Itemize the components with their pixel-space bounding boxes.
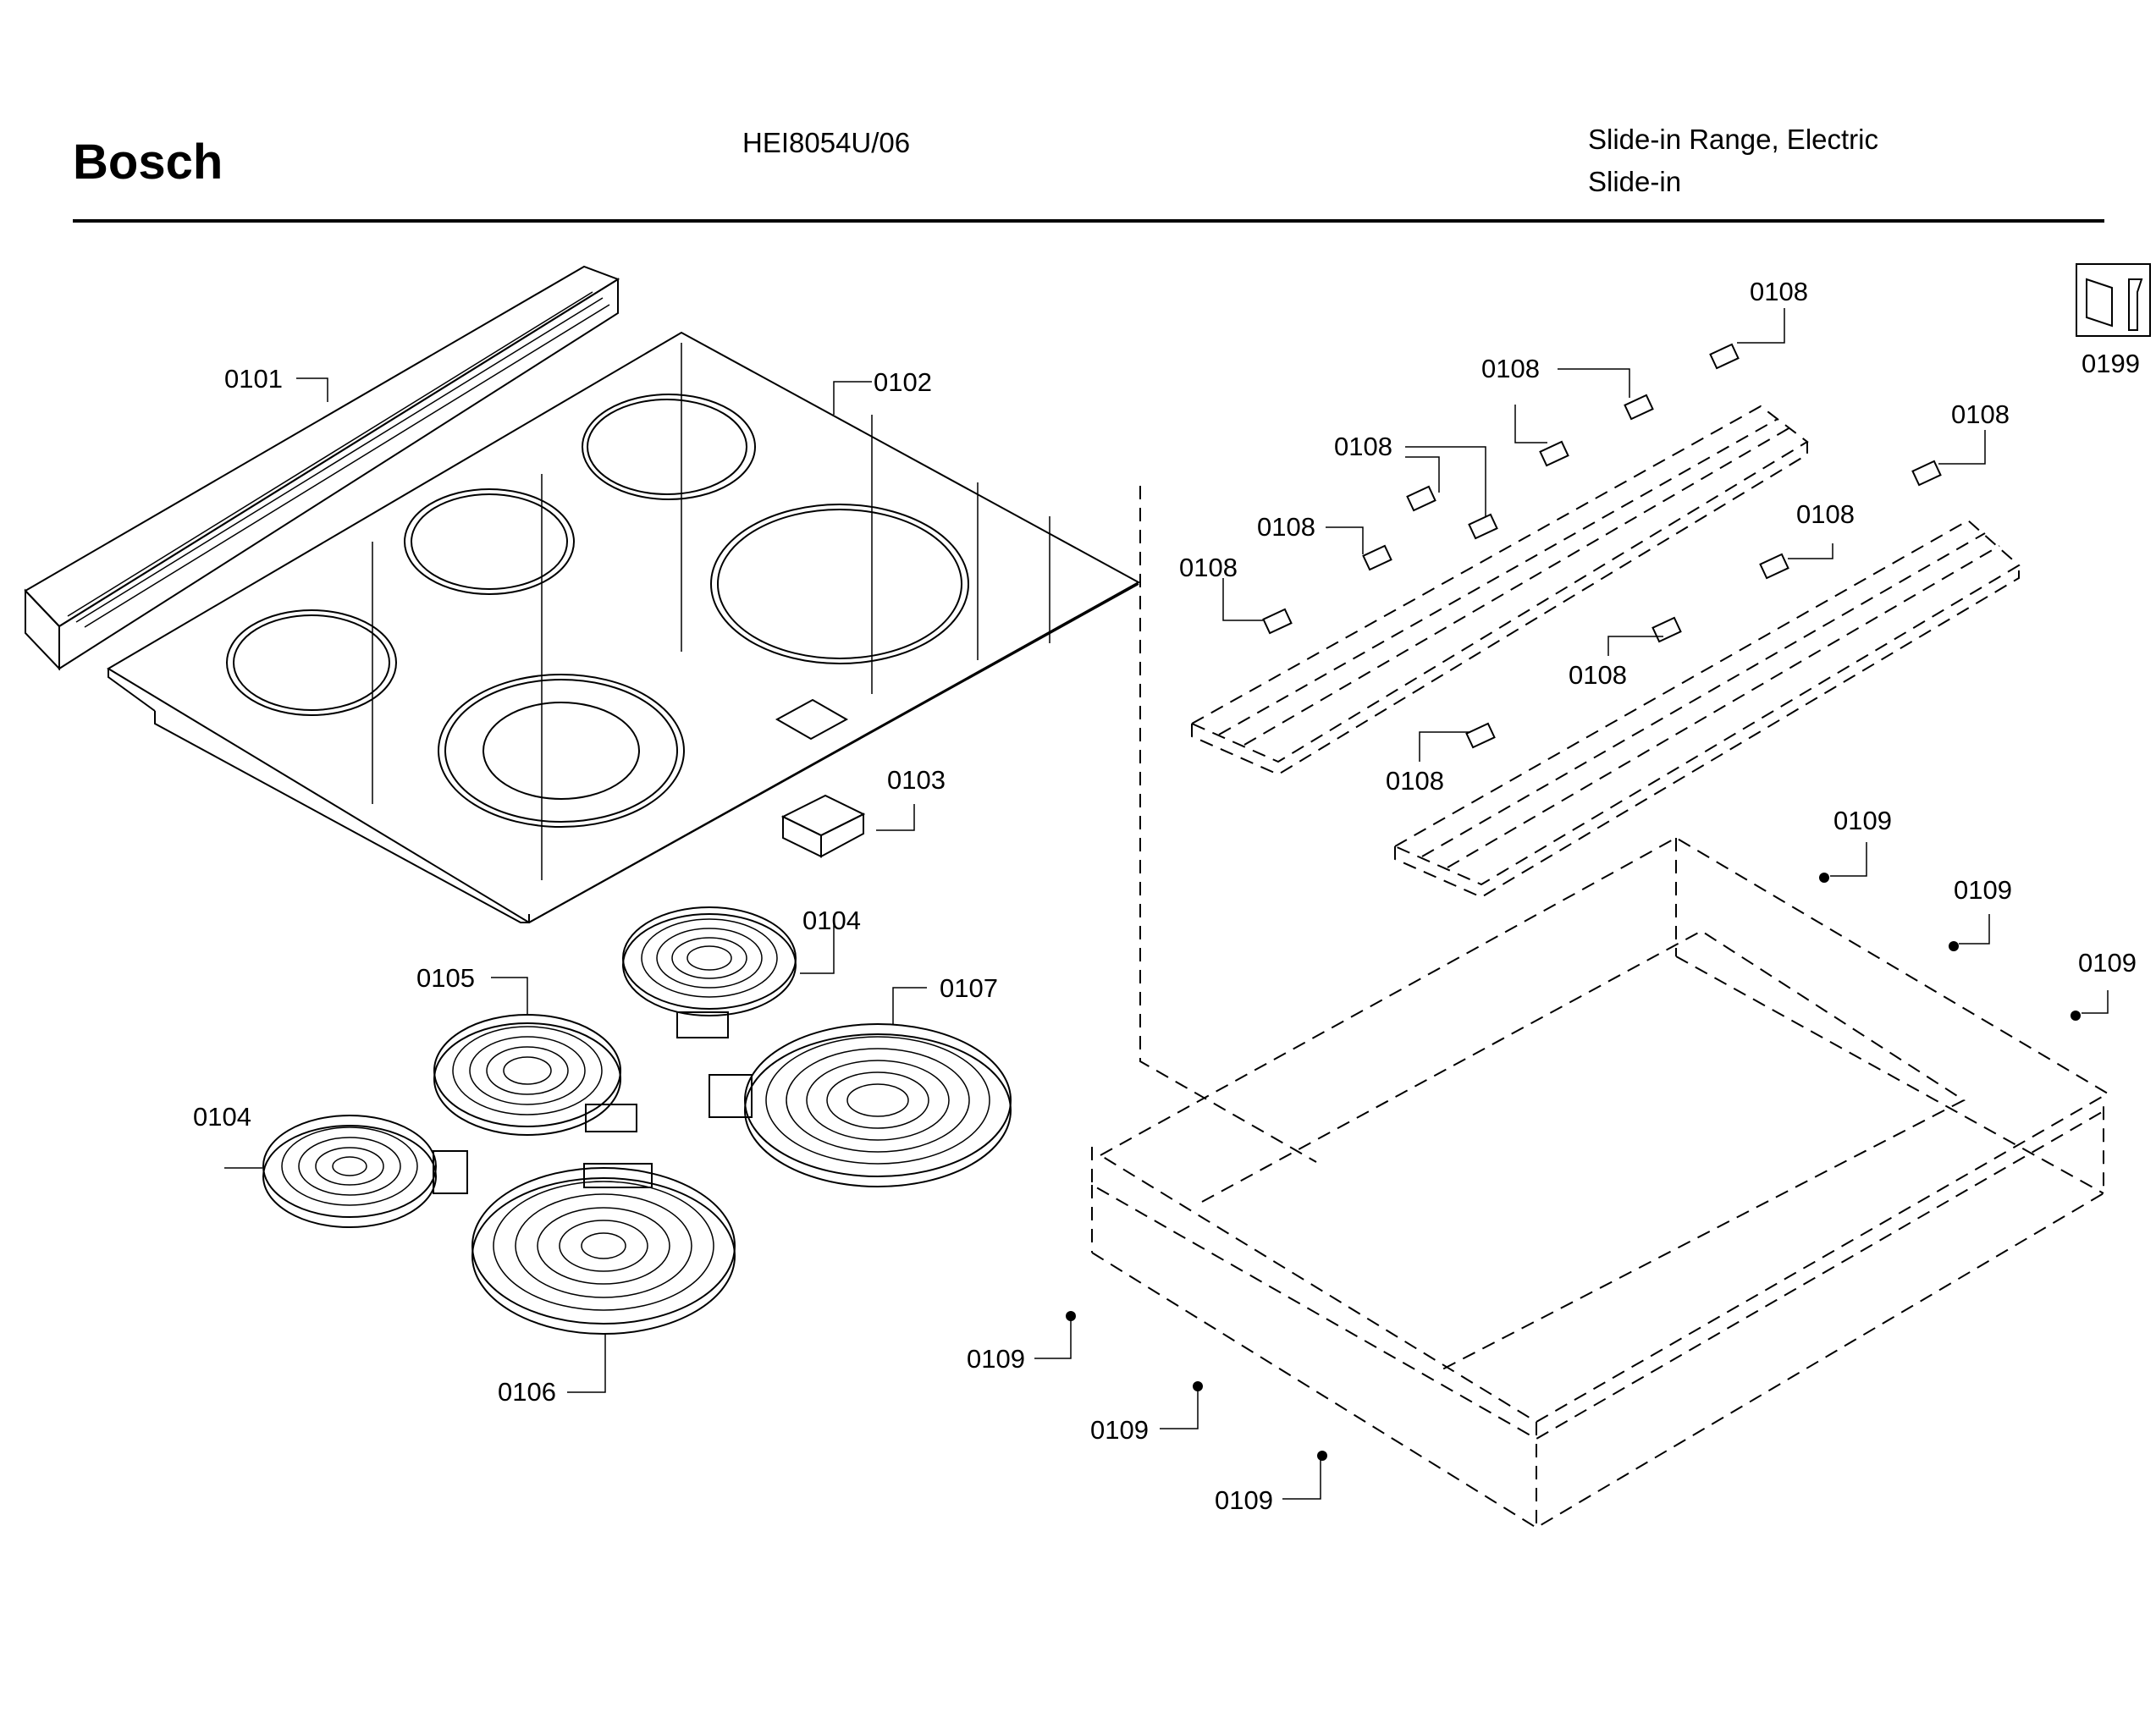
callout-0108-f: 0108 <box>1951 399 2010 429</box>
element-0107 <box>709 1023 1012 1187</box>
callout-0199: 0199 <box>2082 349 2140 378</box>
callout-0108-g: 0108 <box>1796 499 1855 529</box>
element-0106 <box>471 1163 736 1335</box>
leader-lines <box>224 308 2109 1500</box>
wrench-document-icon <box>2076 263 2151 337</box>
callout-0108-i: 0108 <box>1386 766 1444 796</box>
header-rule <box>73 219 2104 223</box>
vent-trim-part <box>24 265 620 671</box>
terminal-block-part <box>780 794 866 858</box>
callout-0109-b: 0109 <box>1954 875 2012 905</box>
callout-0108-h: 0108 <box>1569 660 1627 690</box>
element-0104-top <box>622 906 797 1038</box>
callout-0109-f: 0109 <box>1215 1485 1273 1515</box>
callout-0105: 0105 <box>416 963 475 993</box>
category-line-2: Slide-in <box>1588 166 1682 197</box>
assembly-guide-line <box>1139 486 1317 1163</box>
screws <box>1066 873 2081 1461</box>
callout-0109-d: 0109 <box>967 1344 1025 1374</box>
callout-0101: 0101 <box>224 364 283 394</box>
callout-0108-b: 0108 <box>1481 354 1540 383</box>
callout-0108-e: 0108 <box>1179 553 1238 582</box>
callout-0108-a: 0108 <box>1750 277 1808 306</box>
callout-0108-d: 0108 <box>1257 512 1315 542</box>
element-0104-left <box>262 1115 468 1228</box>
element-0105 <box>433 1014 637 1136</box>
rail-clips <box>1262 343 1942 749</box>
callout-0109-e: 0109 <box>1090 1415 1149 1445</box>
callout-0104-top: 0104 <box>802 906 861 935</box>
callout-0107: 0107 <box>940 973 998 1003</box>
callout-0103: 0103 <box>887 765 946 795</box>
range-chassis <box>1091 836 2109 1529</box>
support-rail-lower <box>1392 519 2021 899</box>
callout-0102: 0102 <box>874 367 932 397</box>
category-line-1: Slide-in Range, Electric <box>1588 124 1878 155</box>
callout-0109-c: 0109 <box>2078 948 2137 978</box>
callout-0106: 0106 <box>498 1377 556 1407</box>
support-rail-upper <box>1189 405 1809 776</box>
glass-cooktop-part <box>107 331 1141 924</box>
callout-0109-a: 0109 <box>1833 806 1892 835</box>
callout-0104-left: 0104 <box>193 1102 251 1132</box>
brand-name: Bosch <box>73 135 223 190</box>
callout-0108-c: 0108 <box>1334 432 1392 461</box>
model-number: HEI8054U/06 <box>742 127 911 158</box>
